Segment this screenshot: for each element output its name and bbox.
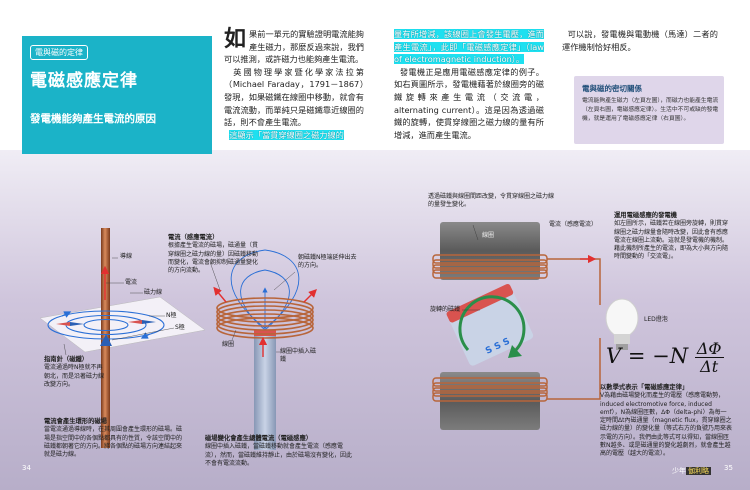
formula-neg: − xyxy=(652,344,670,368)
mid-bottom-title: 磁場變化會產生總體電流（電磁感應） xyxy=(205,435,313,442)
info-box xyxy=(574,76,724,144)
compass-note: 指南針（磁鐵） 電流通過時N極就不再朝北，而是沿著磁力線改變方向。 xyxy=(44,356,108,389)
paragraph: 果前一單元的實驗證明電流能夠產生磁力，那麼反過來說，我們可以推測，或許磁力也能夠… xyxy=(224,29,364,65)
page-subtitle: 發電機能夠產生電流的原因 xyxy=(30,113,156,125)
paragraph: 可以說，發電機與電動機（馬達）二者的運作機制恰好相反。 xyxy=(562,29,718,52)
iron-core-top xyxy=(440,222,540,280)
label-rotating-magnet: 旋轉的磁鐵 xyxy=(430,306,461,313)
compass-needle xyxy=(56,320,156,346)
label-led: LED燈泡 xyxy=(644,316,668,323)
drop-cap: 如 xyxy=(224,27,247,52)
left-bottom-text: 當電流通過導線時，在其周圍會產生環形的磁場。磁場是指空間中的各個點都具有的性質，… xyxy=(44,426,183,459)
math-text: V為藉由磁場變化而產生的電壓（感應電動勢，induced electromoti… xyxy=(600,392,733,458)
label-induced-current: 電流（感應電流） xyxy=(549,221,598,228)
highlight-text: 量有所增減，該線圈上會發生電壓，進而產生電流」，此即「電磁感應定律」（law o… xyxy=(394,29,544,65)
generator-text: 如左圖所示，磁鐵若在線圈旁旋轉，則貫穿線圈之磁力線量會隨時改變，因此會有感應電流… xyxy=(614,220,729,261)
lead-wire xyxy=(547,338,601,400)
mid-bottom-note: 磁場變化會產生總體電流（電磁感應） 線圈中插入磁鐵，當磁鐵移動就會產生電流（感應… xyxy=(205,435,355,468)
label-magnet-insert: 線圈中插入磁鐵 xyxy=(280,348,317,364)
formula-fraction: ΔΦ Δt xyxy=(694,339,724,376)
rotation-arrow xyxy=(458,295,526,354)
field-arrow xyxy=(140,332,151,339)
formula-numerator: ΔΦ xyxy=(694,339,724,358)
paragraph: 發電機正是應用電磁感應定律的例子。如右頁圖所示，發電機藉著於線圈旁的磁鐵旋轉來產… xyxy=(394,66,544,140)
label-coil: 線圈 xyxy=(222,341,235,348)
label-coil-right: 線圈 xyxy=(482,232,495,239)
highlight-text: 這顯示「當貫穿線圈之磁力線的 xyxy=(229,129,344,140)
coil-magnet-figure xyxy=(209,249,317,450)
page-number-left: 34 xyxy=(22,464,31,472)
lead-wire xyxy=(547,258,601,305)
formula-eq: = xyxy=(627,344,646,368)
bar-magnet xyxy=(254,330,276,450)
formula-denominator: Δt xyxy=(700,357,719,376)
label-s-pole: S極 xyxy=(175,324,185,331)
field-line xyxy=(240,269,290,331)
formula-lhs: V xyxy=(606,344,622,368)
right-top-note: 透過磁鐵與線圈間距改變，令貫穿線圈之磁力線的量發生變化。 xyxy=(428,193,555,209)
induced-current-note: 電流（感應電流） 根據產生電流的磁場，磁通量（貫穿線圈之磁力線的量）因磁鐵移動而… xyxy=(168,234,260,275)
info-box-text: 電流能夠產生磁力（左頁左圖），而磁力也能產生電流（左頁右圖，電磁感應定律）。生活… xyxy=(582,98,719,122)
title-panel xyxy=(22,36,212,154)
section-tag: 電與磁的定律 xyxy=(30,45,88,60)
compass-title: 指南針（磁鐵） xyxy=(44,356,89,363)
field-line xyxy=(230,249,266,329)
field-direction-label: 朝磁鐵N極端延伸出去的方向。 xyxy=(298,254,357,270)
current-arrow xyxy=(303,289,317,303)
field-line xyxy=(264,249,300,329)
label-current: 電流 xyxy=(125,279,138,286)
wire-field-figure xyxy=(39,228,206,448)
page-number-right: 35 xyxy=(724,464,733,472)
field-line xyxy=(83,318,129,332)
induced-text: 根據產生電流的磁場，磁通量（貫穿線圈之磁力線的量）因磁鐵移動而變化，電流會朝抑制… xyxy=(168,242,259,275)
page-title: 電磁感應定律 xyxy=(30,71,138,91)
generator-title: 運用電磁感應的發電機 xyxy=(614,212,677,219)
math-title: 以數學式表示「電磁感應定律」 xyxy=(600,384,689,391)
induced-title: 電流（感應電流） xyxy=(168,234,219,241)
compass-text: 電流通過時N極就不再朝北，而是沿著磁力線改變方向。 xyxy=(44,364,105,388)
current-arrow xyxy=(213,286,227,303)
mid-bottom-text: 線圈中插入磁鐵，當磁鐵移動就會產生電流（感應電流），然而，當磁鐵維持靜止，由於磁… xyxy=(205,443,353,467)
label-wire: 導線 xyxy=(120,253,133,260)
label-n-pole: N極 xyxy=(166,312,177,319)
brand-prefix: 少年 xyxy=(672,467,686,475)
generator-note: 運用電磁感應的發電機 如左圖所示，磁鐵若在線圈旁旋轉，則貫穿線圈之磁力線量會隨時… xyxy=(614,212,732,262)
field-arrow xyxy=(61,311,72,318)
label-field-line: 磁力線 xyxy=(144,289,163,296)
faraday-formula: V = −N ΔΦ Δt xyxy=(606,340,724,375)
body-column-1: 如果前一單元的實驗證明電流能夠產生磁力，那麼反過來說，我們可以推測，或許磁力也能… xyxy=(224,28,364,141)
body-column-3: 可以說，發電機與電動機（馬達）二者的運作機制恰好相反。 xyxy=(562,28,718,53)
formula-coef: N xyxy=(669,344,689,368)
paragraph: 英國物理學家暨化學家法拉第（Michael Faraday，1791－1867）… xyxy=(224,66,364,128)
left-bottom-note: 電流會產生環形的磁場 當電流通過導線時，在其周圍會產生環形的磁場。磁場是指空間中… xyxy=(44,418,182,459)
brand-name: 伽利略 xyxy=(686,467,711,475)
magnet-n-pole xyxy=(254,330,276,336)
math-note: 以數學式表示「電磁感應定律」 V為藉由磁場變化而產生的電壓（感應電動勢，indu… xyxy=(600,384,732,459)
info-box-title: 電與磁的密切關係 xyxy=(582,84,642,93)
body-column-2: 量有所增減，該線圈上會發生電壓，進而產生電流」，此即「電磁感應定律」（law o… xyxy=(394,28,544,141)
led-bulb-icon xyxy=(605,298,639,350)
coil-bottom xyxy=(432,377,548,402)
magazine-brand: 少年伽利略 xyxy=(672,466,711,476)
rotation-arrowhead xyxy=(508,345,522,358)
left-bottom-title: 電流會產生環形的磁場 xyxy=(44,418,107,425)
